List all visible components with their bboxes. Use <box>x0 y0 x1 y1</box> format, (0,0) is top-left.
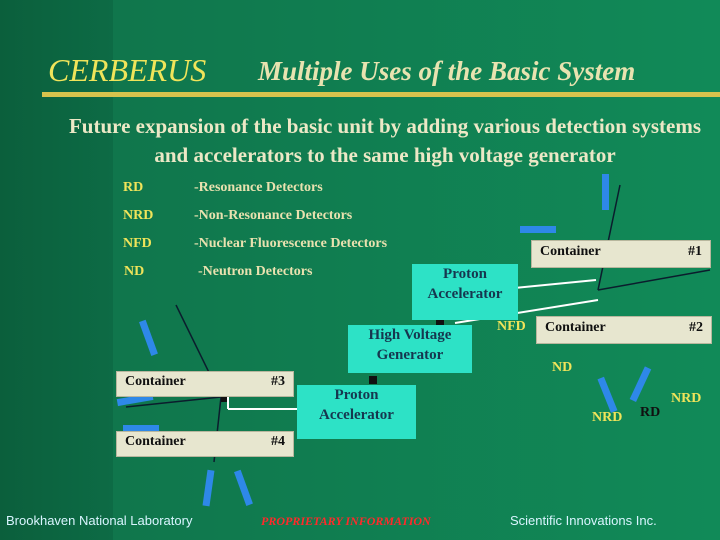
container-3-label: Container <box>125 374 186 389</box>
container-1: Container #1 <box>531 240 711 268</box>
nrd-label-right: NRD <box>671 391 702 406</box>
container-3-number: #3 <box>271 374 285 389</box>
proton-accelerator-bottom: Proton Accelerator <box>297 385 416 439</box>
page-title: CERBERUS <box>48 52 207 88</box>
container-4-label: Container <box>125 434 186 449</box>
rd-label: RD <box>640 405 661 420</box>
nd-label: ND <box>552 360 573 375</box>
container-4-number: #4 <box>271 434 285 449</box>
proton-accelerator-top: Proton Accelerator <box>412 264 518 320</box>
legend-desc-nd: -Neutron Detectors <box>198 264 313 279</box>
nfd-label: NFD <box>497 319 526 334</box>
high-voltage-generator: High Voltage Generator <box>348 325 472 373</box>
footer-middle: PROPRIETARY INFORMATION <box>261 514 431 528</box>
container-2: Container #2 <box>536 316 712 344</box>
container-1-label: Container <box>540 244 601 259</box>
legend-desc-nrd: -Non-Resonance Detectors <box>194 208 353 223</box>
container-1-number: #1 <box>688 244 702 259</box>
legend-code-nd: ND <box>124 264 145 279</box>
legend-desc-nfd: -Nuclear Fluorescence Detectors <box>194 236 388 251</box>
nrd-label-left: NRD <box>592 410 623 425</box>
legend-code-nrd: NRD <box>123 208 154 223</box>
container-2-number: #2 <box>689 320 703 335</box>
legend-code-rd: RD <box>123 180 144 195</box>
title-rule <box>42 92 720 97</box>
legend-desc-rd: -Resonance Detectors <box>194 180 323 195</box>
container-2-label: Container <box>545 320 606 335</box>
footer-right: Scientific Innovations Inc. <box>510 513 657 528</box>
container-3: Container #3 <box>116 371 294 397</box>
intro-text: Future expansion of the basic unit by ad… <box>68 114 701 167</box>
container-4: Container #4 <box>116 431 294 457</box>
footer-left: Brookhaven National Laboratory <box>6 513 193 528</box>
page-subtitle: Multiple Uses of the Basic System <box>258 56 636 86</box>
legend-code-nfd: NFD <box>123 236 152 251</box>
